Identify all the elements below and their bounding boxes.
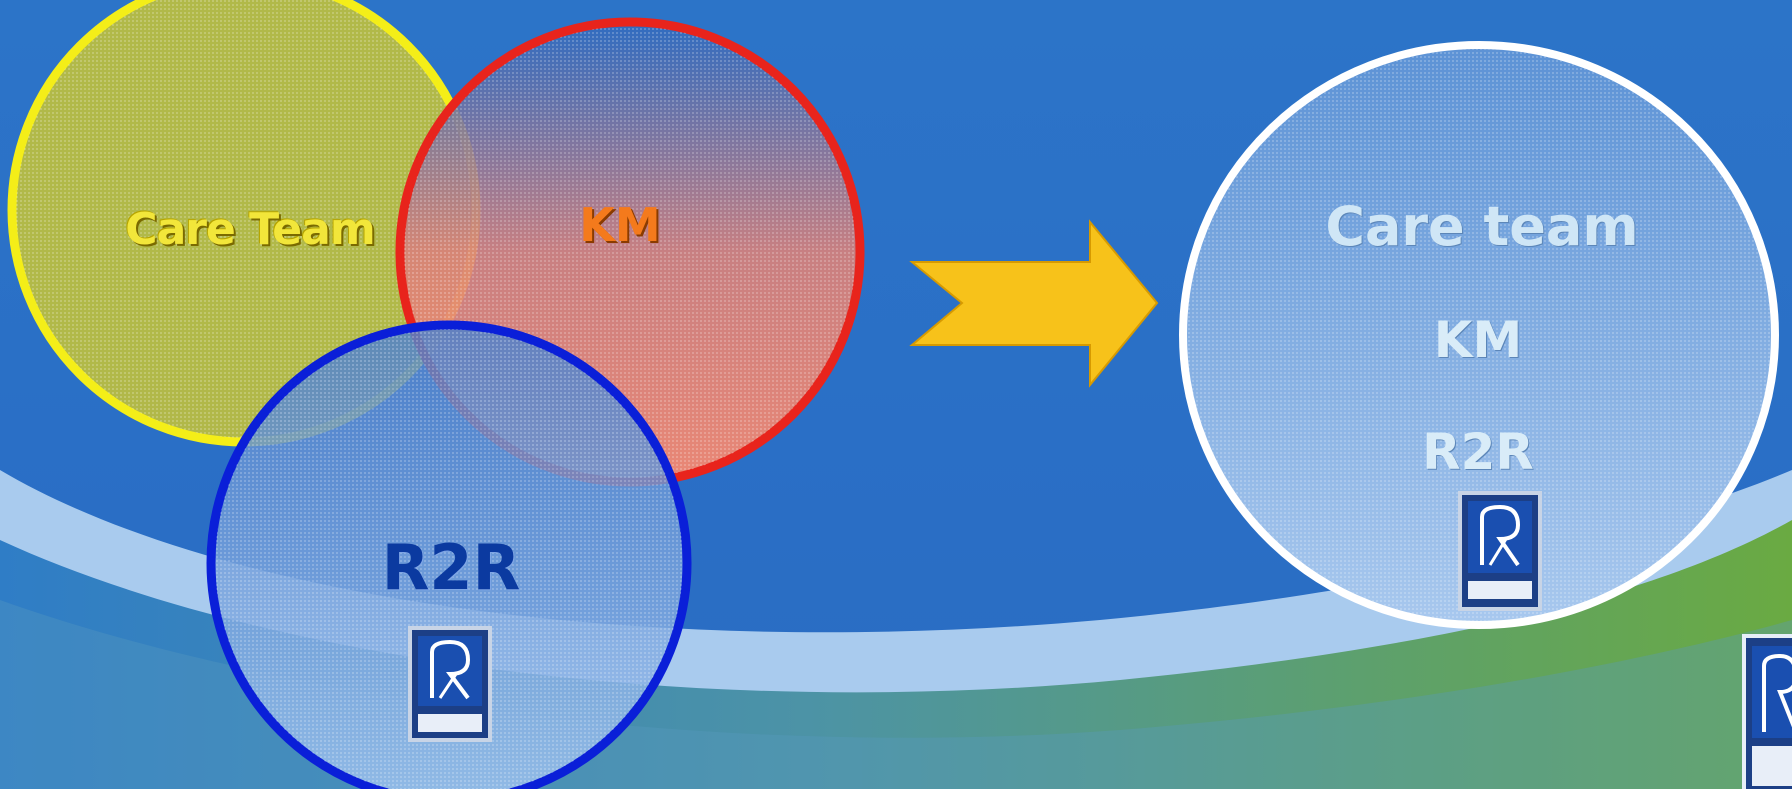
- merged-r2r-label: R2R: [1422, 423, 1534, 481]
- r2r-logo-icon: [408, 626, 492, 742]
- left-venn: [7, 0, 865, 789]
- merged-km-label: KM: [1433, 311, 1523, 369]
- merged-circle: [1179, 41, 1779, 629]
- right-arrow-icon: [909, 219, 1159, 388]
- r2r-logo-icon-right: [1458, 491, 1542, 611]
- merged-care-team-label: Care team: [1325, 195, 1639, 258]
- km-label: KM: [579, 198, 661, 252]
- r2r-logo-icon-corner: [1742, 634, 1792, 789]
- care-team-label: Care Team: [125, 204, 375, 255]
- r2r-label: R2R: [381, 531, 521, 604]
